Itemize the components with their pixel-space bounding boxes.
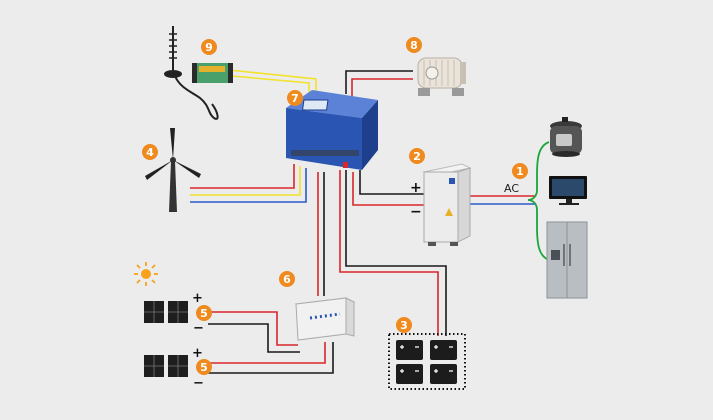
badges: 1 2 3 4 5 5 6 7 8 9: [142, 37, 528, 375]
svg-text:4: 4: [146, 146, 154, 159]
badge-inverter: 2: [409, 148, 425, 164]
wire-gsm-yellow: [228, 69, 317, 92]
wire-dump-red: [351, 78, 413, 96]
controller: [286, 90, 378, 170]
combiner-box: [294, 297, 356, 341]
badge-controller: 7: [287, 90, 303, 106]
svg-text:8: 8: [410, 39, 418, 52]
wires: [190, 69, 550, 374]
dump-load: [417, 57, 466, 96]
wire-battery-red: [339, 170, 439, 336]
svg-text:1: 1: [516, 165, 524, 178]
wire-wind-yellow: [190, 166, 301, 196]
badge-ac-loads: 1: [512, 163, 528, 179]
gsm-module: [164, 26, 233, 120]
ac-label: AC: [504, 182, 519, 195]
inverter-plus: +: [410, 180, 422, 196]
badge-solar-panel-1: 5: [196, 305, 212, 321]
wire-panel1-red: [208, 311, 298, 346]
panel2-plus: +: [192, 346, 203, 361]
wire-dump-black: [345, 70, 413, 94]
refrigerator-icon: [546, 221, 588, 299]
solar-panel-1: [144, 301, 188, 323]
gsm-box: [192, 63, 233, 83]
antenna-icon: [164, 26, 219, 120]
panel1-minus: −: [193, 321, 204, 336]
badge-combiner-box: 6: [279, 271, 295, 287]
solar-panel-icon: [144, 355, 188, 377]
wire-inverter-red: [352, 172, 424, 206]
wire-gsm-yellow-2: [231, 75, 310, 93]
svg-text:9: 9: [205, 41, 213, 54]
wire-panel1-black: [208, 323, 300, 353]
badge-dump-load: 8: [406, 37, 422, 53]
panel1-plus: +: [192, 291, 203, 306]
badge-battery-bank: 3: [396, 317, 412, 333]
wire-panel2-red: [208, 342, 326, 364]
solar-panel-2: [144, 355, 188, 377]
panel2-minus: −: [193, 376, 204, 391]
wire-inverter-black: [359, 170, 424, 195]
badge-gsm-module: 9: [201, 39, 217, 55]
svg-text:2: 2: [413, 150, 421, 163]
wire-panel2-black: [208, 342, 334, 374]
battery-icon: [396, 340, 457, 384]
svg-text:6: 6: [283, 273, 291, 286]
wire-wind-blue: [190, 168, 307, 203]
svg-text:3: 3: [400, 319, 408, 332]
inverter: [422, 163, 472, 246]
inverter-minus: −: [410, 204, 422, 220]
monitor-icon: [549, 176, 587, 205]
wind-turbine-icon: [145, 128, 201, 212]
solar-panel-icon: [144, 301, 188, 323]
wire-wind-red: [190, 164, 295, 189]
svg-text:5: 5: [200, 361, 208, 374]
battery-bank: [388, 333, 466, 390]
ac-loads-brace: [527, 141, 550, 261]
badge-wind-turbine: 4: [142, 144, 158, 160]
wire-battery-black: [345, 170, 447, 336]
svg-text:7: 7: [291, 92, 299, 105]
sun-icon: [134, 262, 158, 286]
badge-solar-panel-2: 5: [196, 359, 212, 375]
rice-cooker-icon: [550, 117, 582, 157]
resistor-icon: [417, 57, 466, 96]
svg-text:5: 5: [200, 307, 208, 320]
